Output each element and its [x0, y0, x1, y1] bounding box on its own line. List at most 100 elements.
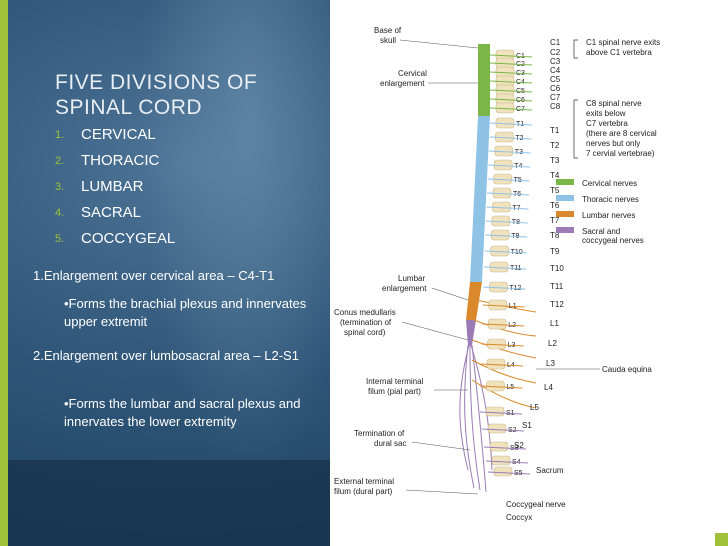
c1-note-line-1: C1 spinal nerve exits [586, 38, 660, 47]
nerve-line-t9 [485, 234, 528, 238]
legend-swatch-lumbar [556, 211, 574, 217]
sacrum-label: Sacrum [536, 466, 564, 475]
termination-dural-label-2: dural sac [374, 439, 406, 448]
outer-label-c4: C4 [550, 66, 561, 75]
nerve-line-t2 [489, 136, 532, 140]
legend-swatch-thoracic [556, 195, 574, 201]
nerve-line-s4 [485, 460, 529, 464]
cauda-equina-label: Cauda equina [602, 365, 652, 374]
c8-note-line-1: C8 spinal nerve [586, 99, 642, 108]
outer-label-t5: T5 [550, 186, 560, 195]
cervical-detail-note: •Forms the brachial plexus and innervate… [64, 296, 307, 329]
nerve-line-c3 [489, 71, 533, 75]
left-annotations: Base of skull Cervical enlargement Lumba… [334, 26, 479, 496]
c8-note-line-2: exits below [586, 109, 626, 118]
nerve-line-s5 [487, 471, 531, 475]
list-text: SACRAL [81, 204, 142, 221]
outer-label-l4: L4 [544, 383, 553, 392]
nerve-line-c2 [489, 62, 533, 66]
list-number: 5. [55, 233, 65, 245]
list-number: 3. [55, 181, 65, 193]
outer-label-t10: T10 [550, 264, 564, 273]
outer-label-t7: T7 [550, 216, 560, 225]
nerve-line-c6 [489, 98, 533, 102]
termination-dural-label-1: Termination of [354, 429, 405, 438]
lumbar-nerve-lines [471, 299, 537, 409]
nerve-line-s3 [483, 446, 527, 450]
outer-label-c5: C5 [550, 75, 561, 84]
nerve-line-t10 [484, 250, 527, 254]
list-text: COCCYGEAL [81, 230, 176, 247]
list-number: 1. [55, 129, 65, 141]
outer-label-c6: C6 [550, 84, 561, 93]
outer-label-c7: C7 [550, 93, 561, 102]
nerve-line-t7 [486, 206, 529, 210]
c8-note-line-3: C7 vertebra [586, 119, 628, 128]
nerve-line-t11 [483, 266, 527, 270]
outer-label-l1: L1 [550, 319, 559, 328]
external-filum-label-1: External terminal [334, 477, 394, 486]
nerve-line-t3 [488, 150, 531, 154]
nerve-legend: Cervical nerves Thoracic nerves Lumbar n… [556, 179, 644, 245]
lumbar-enlargement-label-2: enlargement [382, 284, 427, 293]
lumbosacral-enlargement-note: 2.Enlargement over lumbosacral area – L2… [33, 348, 299, 363]
list-text: THORACIC [81, 152, 160, 169]
list-text: LUMBAR [81, 178, 144, 195]
lumbar-enlargement-label-1: Lumbar [398, 274, 425, 283]
c8-note-line-4: (there are 8 cervical [586, 129, 657, 138]
outer-label-c8: C8 [550, 102, 561, 111]
spinal-cord-regions [466, 44, 490, 345]
nerve-line-l1 [482, 304, 525, 308]
corner-accent [715, 533, 728, 546]
conus-label-1: Conus medullaris [334, 308, 396, 317]
nerve-line-c7 [489, 107, 533, 111]
nerve-line-t8 [485, 220, 528, 224]
outer-label-t12: T12 [550, 300, 564, 309]
cervical-enlargement-label-2: enlargement [380, 79, 425, 88]
internal-filum-label-2: filum (pial part) [368, 387, 421, 396]
inner-vertebra-labels: C1C2C3C4C5C6C7T1T2T3T4T5T6T7T8T9T10T11T1… [479, 53, 533, 477]
nerve-line-t1 [489, 122, 533, 126]
accent-bar [0, 0, 8, 546]
nerve-line-c1 [489, 54, 533, 58]
thoracic-cord-segment [470, 116, 490, 282]
slide-title: FIVE DIVISIONS OF SPINAL CORD [55, 71, 258, 119]
outer-label-t3: T3 [550, 156, 560, 165]
conus-label-3: spinal cord) [344, 328, 386, 337]
nerve-line-s1 [479, 411, 523, 415]
base-of-skull-label-2: skull [380, 36, 396, 45]
vertebral-column [485, 49, 515, 477]
nerve-line-t4 [488, 164, 531, 168]
list-number: 2. [55, 155, 65, 167]
vertebra-s2 [487, 423, 507, 434]
nerve-line-l4 [480, 363, 524, 367]
legend-swatch-sacral [556, 227, 574, 233]
vertebra-s1 [485, 406, 505, 417]
list-number: 4. [55, 207, 65, 219]
outer-nerve-labels: C1C2C3C4C5C6C7C8T1T2T3T4T5T6T7T8T9T10T11… [514, 38, 564, 450]
outer-label-t8: T8 [550, 231, 560, 240]
outer-label-c3: C3 [550, 57, 561, 66]
nerve-line-l2 [482, 323, 525, 327]
outer-label-l5: L5 [530, 403, 539, 412]
external-filum-label-2: filum (dural part) [334, 487, 393, 496]
lumbar-cord-segment [466, 282, 482, 320]
conus-label-2: (termination of [340, 318, 392, 327]
outer-label-s1: S1 [522, 421, 532, 430]
outer-label-t4: T4 [550, 171, 560, 180]
nerve-line-l5 [480, 385, 523, 389]
c8-note-line-6: 7 cervial vertebrae) [586, 149, 655, 158]
outer-label-t9: T9 [550, 247, 560, 256]
cervical-cord-segment [478, 44, 490, 116]
c8-note-line-5: nerves but only [586, 139, 640, 148]
legend-label-thoracic: Thoracic nerves [582, 195, 639, 204]
outer-label-t11: T11 [550, 282, 564, 291]
outer-label-s2: S2 [514, 441, 524, 450]
outer-label-l3: L3 [546, 359, 555, 368]
outer-label-t2: T2 [550, 141, 560, 150]
outer-label-t1: T1 [550, 126, 560, 135]
outer-label-c1: C1 [550, 38, 561, 47]
